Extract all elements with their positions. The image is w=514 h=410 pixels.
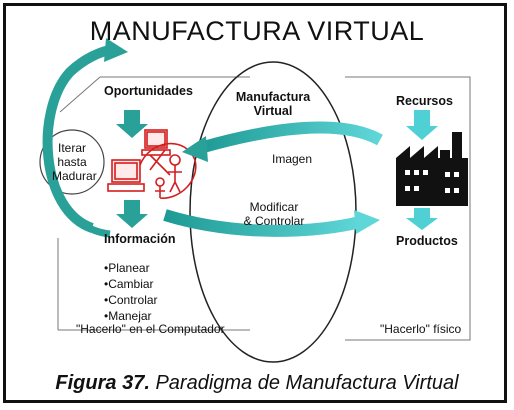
action-item: •Planear [104,261,150,275]
action-item: •Cambiar [104,277,154,291]
virtual-title-line-1: Manufactura [235,90,311,104]
computers-icon [107,129,197,199]
down-arrow-1-head [116,124,148,138]
down-arrow-2-head [116,214,148,228]
virtual-title: Manufactura Virtual [220,90,326,118]
physical-footer: "Hacerlo" físico [380,322,462,336]
image-label: Imagen [272,152,313,166]
action-list: •Planear •Cambiar •Controlar •Manejar [104,260,158,324]
imagen-arrow-head [182,136,208,162]
down-arrow-2-shaft [124,200,140,216]
information-label: Información [104,232,176,246]
control-arrow [163,209,362,237]
resources-arrow-shaft [414,110,430,128]
left-panel-outline [57,76,250,331]
virtual-title-line-2: Virtual [253,104,293,118]
loop-return-arrow [56,193,111,238]
cycle-label: Iterar hasta Madurar [52,141,97,183]
products-arrow-shaft [414,208,430,220]
opportunities-label: Oportunidades [104,84,193,98]
right-panel-outline [345,76,471,341]
factory-icon [396,132,468,206]
cycle-label-line-1: Iterar [57,141,86,155]
action-item: •Controlar [104,293,158,307]
products-arrow-head [406,218,438,230]
down-arrow-1-shaft [124,110,140,126]
computer-footer: "Hacerlo" en el Computador [76,322,225,336]
figure-caption-text: Paradigma de Manufactura Virtual [149,372,459,394]
control-label-line-1: Modificar [249,200,299,214]
action-item: •Manejar [104,309,152,323]
figure-caption: Figura 37. Paradigma de Manufactura Virt… [0,372,514,395]
resources-arrow-head [406,126,438,140]
products-label: Productos [396,234,458,248]
resources-label: Recursos [396,94,453,108]
page-title: MANUFACTURA VIRTUAL [89,16,425,46]
cycle-label-line-3: Madurar [52,169,97,183]
cycle-label-line-2: hasta [57,155,87,169]
control-label: Modificar & Controlar [224,200,324,228]
control-label-line-2: & Controlar [243,214,305,228]
imagen-arrow [198,121,383,154]
figure-number: Figura 37. [55,372,150,394]
control-arrow-head [354,210,380,234]
iterate-arrow-head [104,38,128,62]
